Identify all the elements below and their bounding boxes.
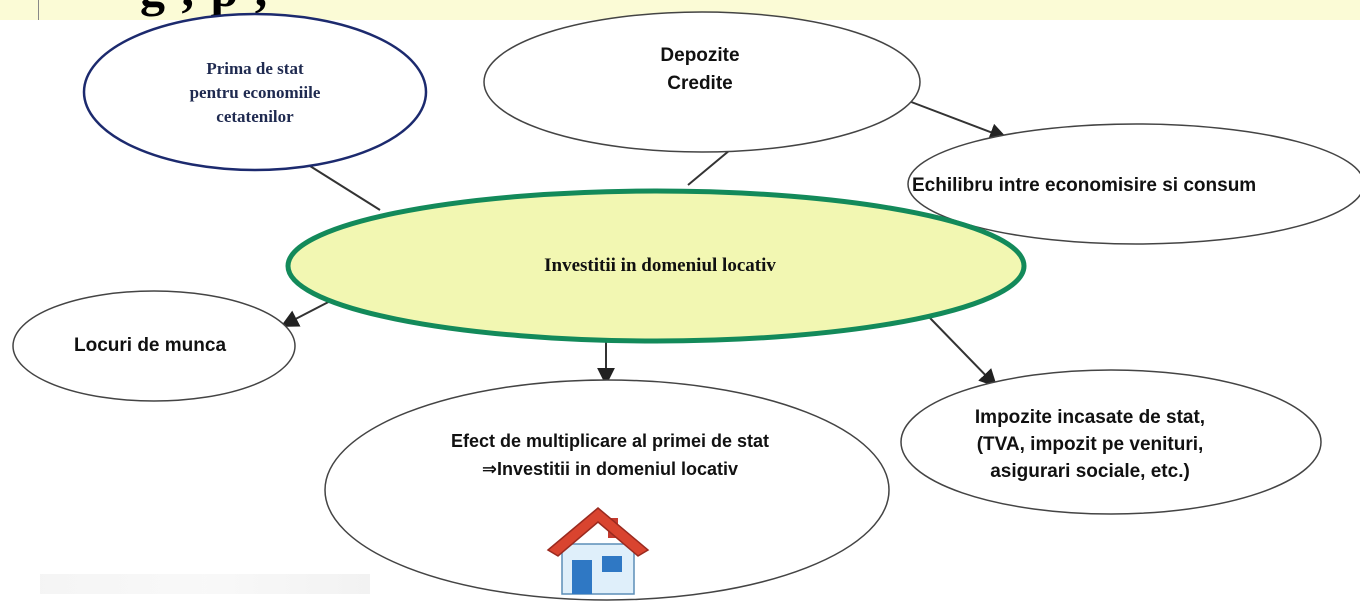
- connector-prima: [309, 165, 381, 211]
- node-efect-ellipse: [324, 379, 890, 601]
- node-depozite-ellipse: [483, 11, 921, 153]
- header-title-cropped: g , p ,: [140, 0, 269, 18]
- node-depozite-label: Depozite Credite: [660, 45, 740, 94]
- arrow-echilibru: [905, 99, 1008, 141]
- node-center-ellipse: [285, 188, 1027, 344]
- node-echilibru-ellipse: [907, 123, 1360, 245]
- node-impozite-label: Impozite incasate de stat, (TVA, impozit…: [974, 406, 1206, 482]
- node-prima-ellipse: [82, 12, 428, 172]
- node-locuri-label: Locuri de munca: [73, 335, 227, 356]
- node-echilibru-label: Echilibru intre economisire si consum: [912, 175, 1257, 196]
- node-center-label: Investitii in domeniul locativ: [544, 255, 776, 276]
- header-divider: [38, 0, 39, 20]
- house-icon: [546, 507, 650, 595]
- node-efect-label: Efect de multiplicare al primei de stat …: [450, 431, 770, 479]
- bottom-smudge: [40, 574, 370, 594]
- arrow-impozite: [929, 317, 998, 388]
- node-prima-label: Prima de stat pentru economiile cetateni…: [189, 59, 321, 126]
- node-locuri-ellipse: [12, 290, 296, 402]
- node-impozite-ellipse: [900, 369, 1322, 515]
- header-band: g , p ,: [0, 0, 1360, 20]
